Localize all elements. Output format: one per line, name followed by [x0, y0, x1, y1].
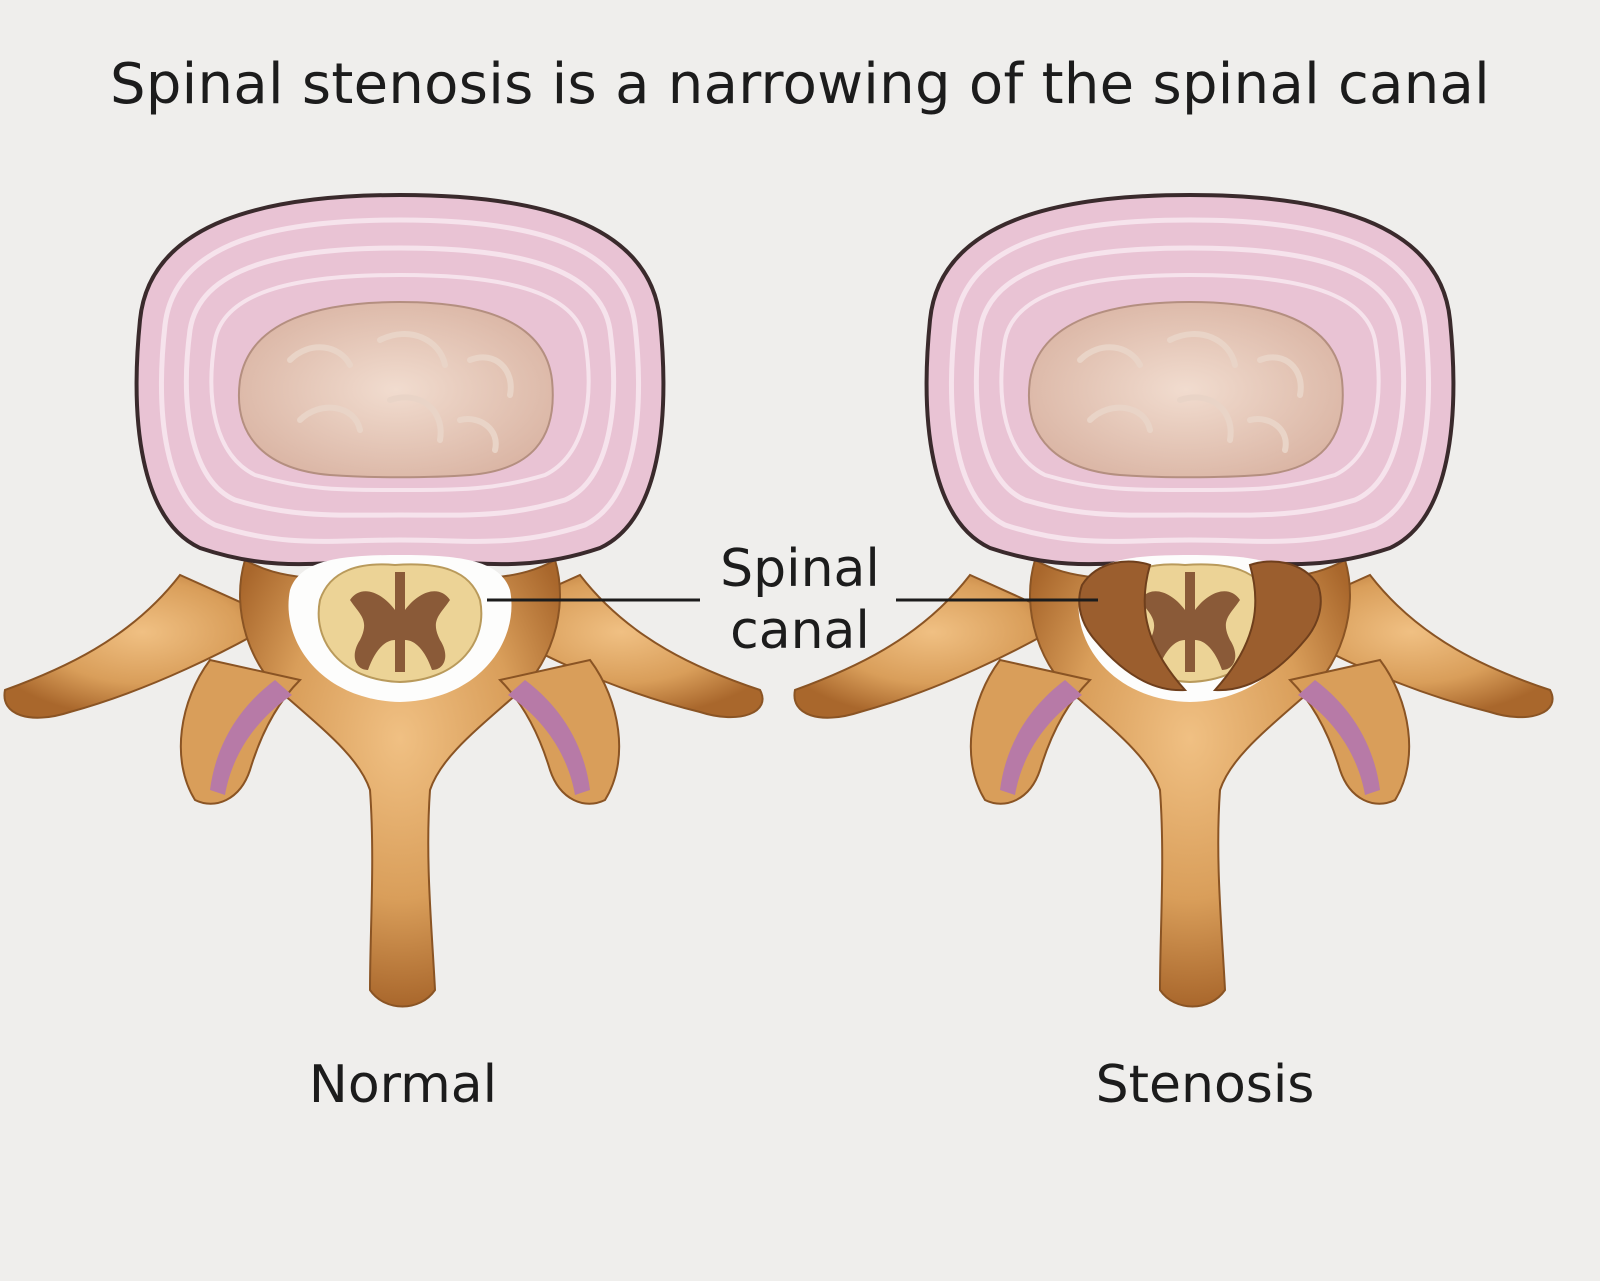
callout-line-2: canal	[730, 601, 870, 661]
callout-line-1: Spinal	[720, 539, 880, 599]
normal-label: Normal	[308, 1055, 498, 1115]
stenosis-label: Stenosis	[1095, 1055, 1315, 1115]
thickened-ligament-left	[1078, 560, 1188, 692]
stenosis-vertebra	[794, 195, 1552, 1007]
spinal-canal-callout: Spinal canal	[700, 538, 900, 662]
diagram-title: Spinal stenosis is a narrowing of the sp…	[109, 52, 1491, 117]
thickened-ligament-right	[1212, 560, 1322, 692]
